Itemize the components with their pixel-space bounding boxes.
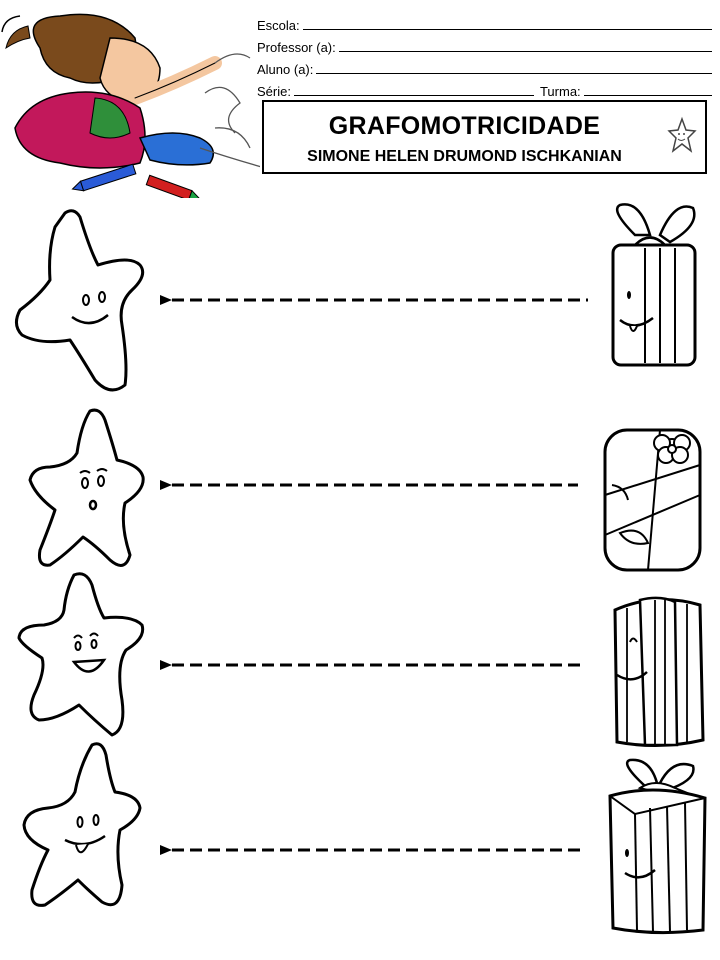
student-label: Aluno (a): bbox=[257, 62, 314, 77]
student-line[interactable] bbox=[316, 61, 712, 74]
gift-box-striped-icon bbox=[613, 596, 705, 748]
gift-box-flower-icon bbox=[603, 428, 702, 572]
student-field[interactable]: Aluno (a): bbox=[257, 54, 712, 76]
school-line[interactable] bbox=[302, 17, 712, 30]
trace-row-3 bbox=[0, 565, 720, 748]
grade-line[interactable] bbox=[293, 83, 534, 96]
teacher-field[interactable]: Professor (a): bbox=[257, 32, 712, 54]
class-line[interactable] bbox=[583, 83, 712, 96]
dashed-trace-line[interactable] bbox=[160, 655, 585, 675]
school-field[interactable]: Escola: bbox=[257, 10, 712, 32]
teacher-line[interactable] bbox=[338, 39, 712, 52]
trace-row-4 bbox=[0, 740, 720, 940]
student-info-fields: Escola: Professor (a): Aluno (a): Série:… bbox=[257, 10, 712, 98]
trace-row-2 bbox=[0, 400, 720, 575]
dashed-trace-line[interactable] bbox=[160, 475, 580, 495]
school-label: Escola: bbox=[257, 18, 300, 33]
worksheet-title: GRAFOMOTRICIDADE bbox=[328, 112, 601, 140]
star-face-icon bbox=[17, 572, 145, 737]
grade-class-field[interactable]: Série: Turma: bbox=[257, 76, 712, 98]
trace-row-1 bbox=[0, 200, 720, 395]
star-face-icon bbox=[22, 742, 142, 907]
dashed-trace-line[interactable] bbox=[160, 290, 590, 310]
star-logo-icon bbox=[667, 116, 697, 153]
grade-label: Série: bbox=[257, 84, 291, 99]
gift-box-ribbon-icon bbox=[608, 758, 707, 935]
class-label: Turma: bbox=[539, 84, 581, 99]
star-face-icon bbox=[15, 209, 145, 392]
title-box: GRAFOMOTRICIDADE SIMONE HELEN DRUMOND IS… bbox=[262, 100, 707, 174]
author-name: SIMONE HELEN DRUMOND ISCHKANIAN bbox=[307, 148, 622, 165]
dashed-trace-line[interactable] bbox=[160, 840, 585, 860]
gift-box-bow-icon bbox=[611, 203, 697, 367]
star-face-icon bbox=[28, 408, 145, 567]
teacher-label: Professor (a): bbox=[257, 40, 336, 55]
child-drawing-illustration bbox=[1, 13, 260, 198]
